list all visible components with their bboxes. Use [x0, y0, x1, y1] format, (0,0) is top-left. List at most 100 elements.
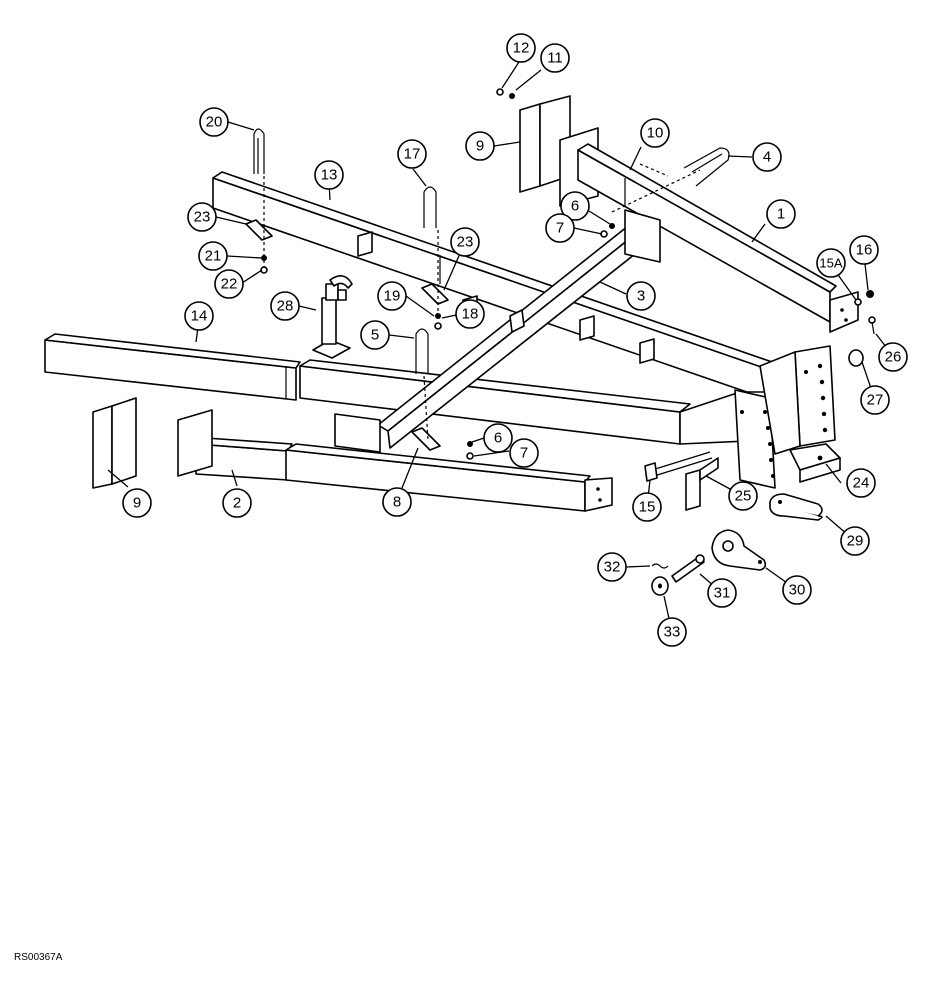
callout-28: 28 [270, 291, 300, 321]
svg-text:19: 19 [384, 288, 401, 305]
callout-11: 11 [540, 43, 570, 73]
callout-19: 19 [377, 281, 407, 311]
svg-text:23: 23 [194, 209, 211, 226]
part-17-u-bolt [423, 186, 437, 228]
callout-16: 16 [849, 235, 879, 265]
svg-text:29: 29 [847, 533, 864, 550]
callout-20: 20 [199, 107, 229, 137]
svg-text:16: 16 [856, 242, 873, 259]
svg-text:8: 8 [393, 494, 401, 511]
part-1-tube [577, 143, 859, 333]
part-25-keeper [685, 457, 719, 511]
part-32-clip [651, 563, 669, 569]
callout-6-lower: 6 [483, 423, 513, 453]
callout-6-upper: 6 [560, 191, 590, 221]
svg-text:31: 31 [714, 585, 731, 602]
callout-8: 8 [382, 487, 412, 517]
svg-text:10: 10 [647, 125, 664, 142]
svg-text:24: 24 [853, 475, 870, 492]
part-20-u-bolt [253, 128, 265, 174]
callout-9-top: 9 [465, 131, 495, 161]
svg-text:17: 17 [404, 146, 421, 163]
callout-12: 12 [506, 33, 536, 63]
svg-text:4: 4 [763, 149, 771, 166]
part-31-pin [671, 554, 705, 583]
svg-text:11: 11 [547, 50, 563, 67]
callout-7-upper: 7 [545, 213, 575, 243]
svg-text:32: 32 [604, 559, 621, 576]
svg-text:28: 28 [277, 298, 294, 315]
svg-text:14: 14 [191, 308, 208, 325]
callout-1: 1 [766, 199, 796, 229]
svg-text:26: 26 [885, 349, 902, 366]
part-3-cross-tube [334, 209, 661, 453]
small-hardware [260, 88, 876, 460]
callout-5: 5 [360, 320, 390, 350]
part-4-u-bolt [683, 147, 730, 187]
svg-text:3: 3 [637, 288, 645, 305]
callout-18: 18 [455, 299, 485, 329]
callout-23-left: 23 [187, 202, 217, 232]
callout-4: 4 [752, 142, 782, 172]
part-14-tube [44, 333, 301, 401]
callout-15: 15 [632, 492, 662, 522]
svg-text:30: 30 [789, 582, 806, 599]
part-23-clamp-plate-left [245, 219, 273, 241]
callout-29: 29 [840, 526, 870, 556]
callout-24: 24 [846, 468, 876, 498]
svg-text:20: 20 [206, 114, 223, 131]
part-5-u-bolt [415, 328, 429, 374]
hitch-plate [734, 345, 836, 489]
svg-text:9: 9 [133, 495, 141, 512]
callout-15a: 15A [816, 248, 846, 278]
callout-2: 2 [222, 488, 252, 518]
svg-text:13: 13 [321, 167, 338, 184]
callout-25: 25 [728, 481, 758, 511]
callout-7-lower: 7 [509, 438, 539, 468]
part-30-bracket [711, 529, 767, 571]
callout-17: 17 [397, 139, 427, 169]
svg-text:5: 5 [371, 327, 379, 344]
callout-21: 21 [198, 241, 228, 271]
callout-26: 26 [878, 342, 908, 372]
part-23-clamp-plate-right [421, 283, 449, 305]
svg-text:6: 6 [494, 430, 502, 447]
svg-text:27: 27 [867, 392, 884, 409]
callout-10: 10 [640, 118, 670, 148]
part-33-washer [651, 576, 669, 596]
svg-text:22: 22 [221, 276, 238, 293]
callout-3: 3 [626, 281, 656, 311]
svg-text:15: 15 [639, 499, 656, 516]
part-9-plate-left [92, 397, 137, 489]
callout-27: 27 [860, 385, 890, 415]
svg-text:21: 21 [205, 248, 222, 265]
svg-text:2: 2 [233, 495, 241, 512]
part-8-clamp-plate [411, 427, 441, 451]
svg-text:15A: 15A [819, 256, 842, 271]
callout-9-left: 9 [122, 488, 152, 518]
svg-text:1: 1 [777, 206, 785, 223]
callout-33: 33 [657, 617, 687, 647]
part-15-bolt [644, 451, 713, 482]
svg-text:33: 33 [664, 624, 681, 641]
callout-22: 22 [214, 269, 244, 299]
svg-text:7: 7 [556, 220, 564, 237]
callout-31: 31 [707, 578, 737, 608]
callout-30: 30 [782, 575, 812, 605]
svg-text:18: 18 [462, 306, 479, 323]
part-24-clevis [789, 443, 841, 483]
callout-23-right: 23 [450, 227, 480, 257]
svg-text:23: 23 [457, 234, 474, 251]
svg-text:7: 7 [520, 445, 528, 462]
part-29-clevis [769, 493, 823, 521]
svg-text:25: 25 [735, 488, 752, 505]
svg-text:9: 9 [476, 138, 484, 155]
callout-13: 13 [314, 160, 344, 190]
figure-code: RS00367A [14, 952, 63, 963]
part-2-tube [177, 409, 613, 512]
svg-text:12: 12 [513, 40, 530, 57]
svg-text:6: 6 [571, 198, 579, 215]
callout-14: 14 [184, 301, 214, 331]
